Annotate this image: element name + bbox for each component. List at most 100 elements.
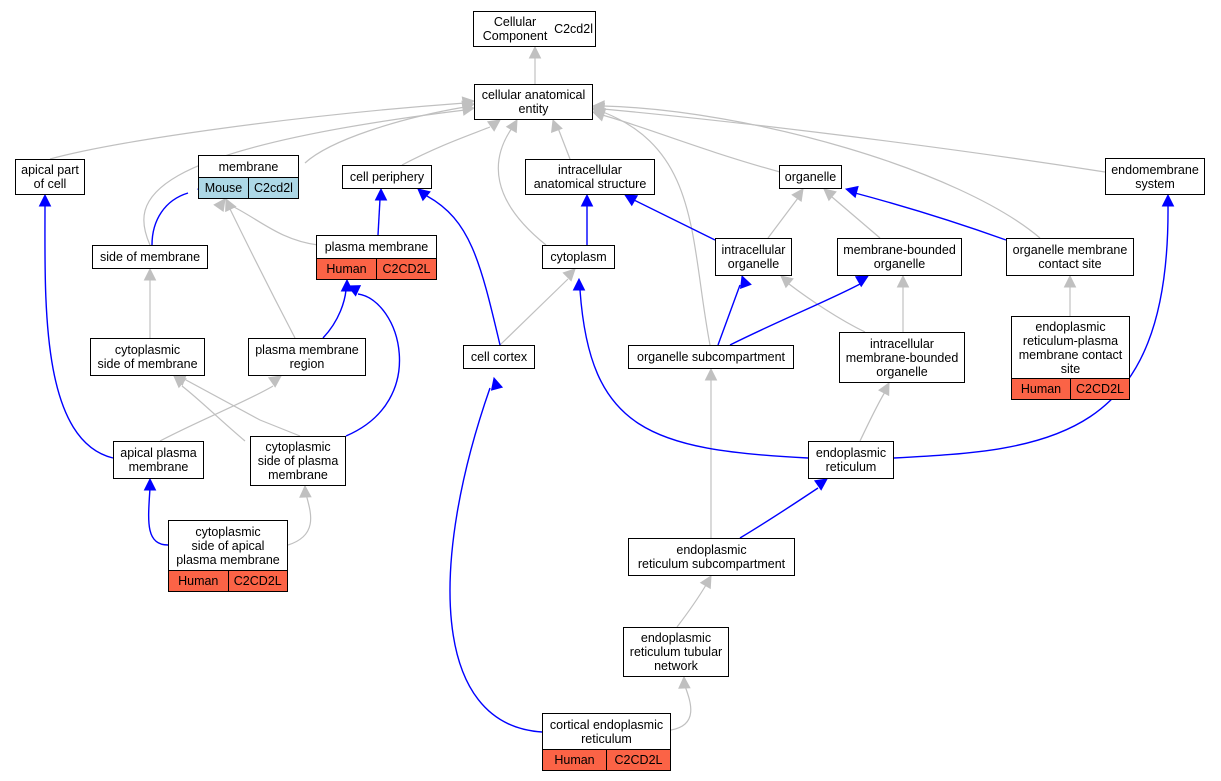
arrowhead-ias [551, 118, 563, 133]
node-cytoplasmic-side-of-plasma-membrane[interactable]: cytoplasmic side of plasma membrane [250, 436, 346, 486]
node-cell-periphery[interactable]: cell periphery [342, 165, 432, 189]
node-label: membrane-bounded organelle [843, 243, 956, 271]
node-label: organelle membrane contact site [1012, 243, 1128, 271]
node-endoplasmic-reticulum[interactable]: endoplasmic reticulum [808, 441, 894, 479]
arrowhead-apical-pm-region [267, 375, 282, 388]
node-label: cell cortex [470, 350, 528, 364]
arrowhead-er-endomembrane [1161, 193, 1175, 207]
edge-side-membrane [143, 109, 466, 246]
edge-imbo-intra [788, 283, 866, 333]
edge-tubular-ersub [676, 584, 707, 628]
gene-cell: C2CD2L [376, 259, 436, 279]
edge-membrane [304, 106, 466, 164]
edge-cortex-periphery [426, 195, 501, 346]
node-label: organelle subcompartment [637, 350, 785, 364]
node-label: endoplasmic reticulum tubular network [629, 631, 723, 673]
edge-subcomp-mb [729, 283, 861, 346]
arrowhead-imbo-intra [780, 275, 794, 289]
node-label: endoplasmic reticulum subcompartment [637, 543, 786, 571]
node-label: endomembrane system [1111, 162, 1199, 191]
node-label: cell periphery [349, 170, 425, 184]
node-side-of-membrane[interactable]: side of membrane [92, 245, 208, 269]
node-membrane-bounded-organelle[interactable]: membrane-bounded organelle [837, 238, 962, 276]
node-organelle-subcompartment[interactable]: organelle subcompartment [628, 345, 794, 369]
arrowhead-er-imbo [878, 382, 890, 397]
node-er-tubular-network[interactable]: endoplasmic reticulum tubular network [623, 627, 729, 677]
annotation-row: Human C2CD2L [1012, 378, 1129, 399]
arrowhead-mb-organelle [823, 188, 837, 202]
node-label: intracellular organelle [721, 243, 786, 271]
arrowhead-organelle-subcomp [591, 108, 607, 120]
node-apical-plasma-membrane[interactable]: apical plasma membrane [113, 441, 204, 479]
edge-apical-pm-region [159, 385, 274, 442]
node-label: cytoplasmic side of apical plasma membra… [176, 524, 280, 567]
arrowhead-er-cytoplasm [572, 277, 586, 291]
node-membrane[interactable]: membrane Mouse C2cd2l [198, 155, 299, 199]
node-plasma-membrane[interactable]: plasma membrane Human C2CD2L [316, 235, 437, 280]
arrowhead-cortical-cortex [490, 376, 504, 391]
node-organelle-membrane-contact-site[interactable]: organelle membrane contact site [1006, 238, 1134, 276]
node-label: cortical endoplasmic reticulum [549, 717, 664, 746]
node-plasma-membrane-region[interactable]: plasma membrane region [248, 338, 366, 376]
annotation-row: Human C2CD2L [543, 749, 670, 770]
node-label: cellular anatomical entity [481, 88, 586, 116]
arrowhead-cortex-periphery [417, 188, 431, 202]
node-intracellular-membrane-bounded-organelle[interactable]: intracellular membrane-bounded organelle [839, 332, 965, 383]
arrowhead-apical-pm-apical-part [38, 193, 52, 207]
arrowhead-cytoplasm [505, 119, 518, 134]
node-intracellular-organelle[interactable]: intracellular organelle [715, 238, 792, 276]
edge-csap-cspm [287, 493, 312, 546]
arrowhead-pm-membrane [213, 198, 226, 213]
species-cell: Human [317, 259, 376, 279]
node-er-pm-contact-site[interactable]: endoplasmic reticulum-plasma membrane co… [1011, 316, 1130, 400]
edge-endomembrane [602, 108, 1106, 173]
node-er-subcompartment[interactable]: endoplasmic reticulum subcompartment [628, 538, 795, 576]
node-cytoplasmic-side-of-apical-plasma-membrane[interactable]: cytoplasmic side of apical plasma membra… [168, 520, 288, 592]
node-label: endoplasmic reticulum-plasma membrane co… [1018, 319, 1123, 376]
gene-cell: C2cd2l [248, 178, 298, 198]
node-cytoplasmic-side-of-membrane[interactable]: cytoplasmic side of membrane [90, 338, 205, 376]
edge-er-imbo [859, 391, 886, 442]
arrowhead-root [528, 45, 542, 59]
edge-intra-organelle [767, 197, 799, 239]
annotation-row: Human C2CD2L [169, 570, 287, 591]
node-intracellular-anatomical-structure[interactable]: intracellular anatomical structure [525, 159, 655, 195]
edge-cell-cortex-cytoplasm [499, 278, 569, 346]
edge-apical-pm-cyto [181, 385, 246, 442]
node-organelle[interactable]: organelle [779, 165, 842, 189]
edge-subcomp-intra [717, 284, 741, 346]
node-cytoplasm[interactable]: cytoplasm [542, 245, 615, 269]
species-cell: Human [1012, 379, 1070, 399]
arrowhead-csap-cspm [299, 484, 312, 498]
node-label: cytoplasmic side of plasma membrane [257, 440, 339, 482]
node-label: apical part of cell [21, 163, 79, 191]
node-label: side of membrane [99, 250, 201, 264]
edge-csap-apical-pm [147, 487, 169, 546]
arrowhead-subcomp-intra [740, 274, 752, 289]
edge-cspm-pm [345, 293, 401, 437]
node-label: apical plasma membrane [120, 446, 197, 474]
edge-pm-region-membrane [229, 208, 296, 339]
node-cell-cortex[interactable]: cell cortex [463, 345, 535, 369]
node-label: intracellular anatomical structure [533, 163, 647, 191]
node-apical-part-of-cell[interactable]: apical part of cell [15, 159, 85, 195]
edge-pm-periphery [377, 198, 381, 236]
arrowhead-pm-periphery [374, 187, 388, 201]
node-endomembrane-system[interactable]: endomembrane system [1105, 158, 1205, 195]
edge-omcs [602, 105, 1041, 239]
arrowhead-subcomp-mb [854, 275, 869, 288]
node-cortical-endoplasmic-reticulum[interactable]: cortical endoplasmic reticulum Human C2C… [542, 713, 671, 771]
edge-ersub-er [739, 487, 819, 539]
arrowhead-cortical-tubular [678, 675, 691, 689]
species-cell: Human [543, 750, 606, 770]
gene-cell: C2CD2L [227, 571, 287, 591]
arrowhead-side-membrane [461, 103, 476, 116]
node-cellular-anatomical-entity[interactable]: cellular anatomical entity [474, 84, 593, 120]
species-cell: Human [169, 571, 228, 591]
arrowhead-cyto-side-side [143, 267, 157, 281]
node-label: endoplasmic reticulum [815, 446, 887, 474]
root-label-line2: C2cd2l [554, 22, 593, 36]
arrowhead-ersub-er [813, 478, 828, 491]
arrowhead-cell-cortex-cytoplasm [562, 268, 576, 282]
